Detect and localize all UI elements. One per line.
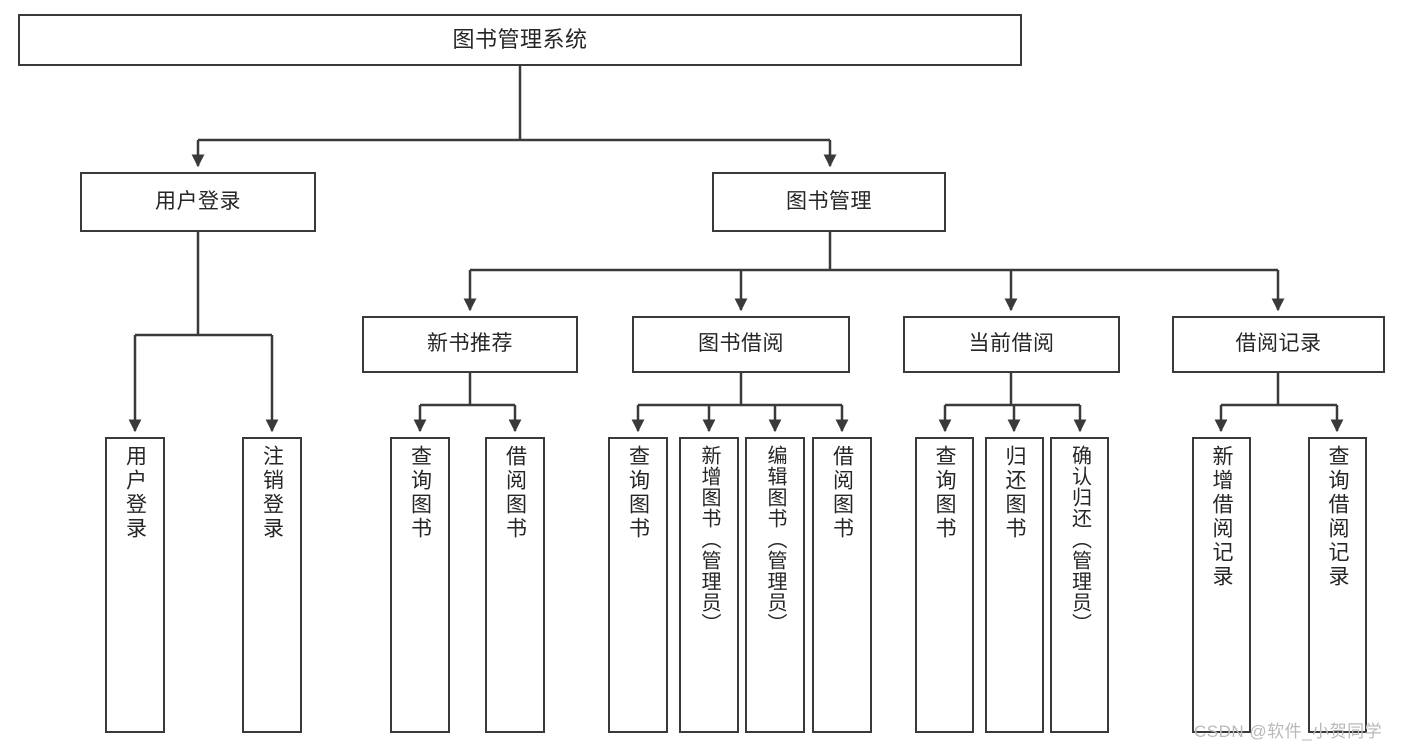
node-leaf-confirm-return-admin[interactable]: 确认归还（管理员） (1050, 437, 1109, 733)
node-leaf-return-book-label: 归还图书 (1003, 445, 1026, 541)
node-book-manage[interactable]: 图书管理 (712, 172, 946, 232)
node-root[interactable]: 图书管理系统 (18, 14, 1022, 66)
node-borrow-record-label: 借阅记录 (1235, 332, 1322, 356)
node-leaf-query-borrow-record-label: 查询借阅记录 (1326, 445, 1349, 589)
node-leaf-return-book[interactable]: 归还图书 (985, 437, 1044, 733)
node-leaf-confirm-return-admin-label: 确认归还（管理员） (1068, 445, 1091, 634)
node-book-borrow-label: 图书借阅 (698, 332, 784, 356)
node-leaf-query-book-current[interactable]: 查询图书 (915, 437, 974, 733)
node-current-borrow-label: 当前借阅 (968, 332, 1055, 356)
node-leaf-add-borrow-record-label: 新增借阅记录 (1210, 445, 1233, 589)
node-book-manage-label: 图书管理 (786, 189, 872, 213)
node-leaf-borrow-book-recommend-label: 借阅图书 (503, 445, 527, 541)
node-leaf-add-borrow-record[interactable]: 新增借阅记录 (1192, 437, 1251, 733)
node-leaf-query-book-recommend[interactable]: 查询图书 (390, 437, 450, 733)
node-leaf-add-book-admin-label: 新增图书（管理员） (698, 445, 720, 634)
node-leaf-query-borrow-record[interactable]: 查询借阅记录 (1308, 437, 1367, 733)
node-new-book-recommend-label: 新书推荐 (427, 332, 513, 356)
watermark: CSDN @软件_小贺同学 (1194, 722, 1383, 741)
node-book-borrow[interactable]: 图书借阅 (632, 316, 850, 373)
node-leaf-borrow-book-label: 借阅图书 (830, 445, 854, 541)
node-leaf-query-book-recommend-label: 查询图书 (408, 445, 432, 541)
node-user-login[interactable]: 用户登录 (80, 172, 316, 232)
node-leaf-edit-book-admin-label: 编辑图书（管理员） (764, 445, 786, 634)
node-new-book-recommend[interactable]: 新书推荐 (362, 316, 578, 373)
node-leaf-query-book-current-label: 查询图书 (933, 445, 956, 541)
node-current-borrow[interactable]: 当前借阅 (903, 316, 1120, 373)
node-leaf-edit-book-admin[interactable]: 编辑图书（管理员） (745, 437, 805, 733)
node-leaf-query-book-borrow-label: 查询图书 (626, 445, 650, 541)
node-leaf-add-book-admin[interactable]: 新增图书（管理员） (679, 437, 739, 733)
node-leaf-borrow-book[interactable]: 借阅图书 (812, 437, 872, 733)
node-leaf-borrow-book-recommend[interactable]: 借阅图书 (485, 437, 545, 733)
node-leaf-user-login[interactable]: 用户登录 (105, 437, 165, 733)
node-leaf-user-login-label: 用户登录 (123, 445, 147, 541)
node-leaf-logout-login-label: 注销登录 (260, 445, 284, 541)
node-user-login-label: 用户登录 (155, 189, 241, 213)
node-leaf-query-book-borrow[interactable]: 查询图书 (608, 437, 668, 733)
node-borrow-record[interactable]: 借阅记录 (1172, 316, 1385, 373)
node-leaf-logout-login[interactable]: 注销登录 (242, 437, 302, 733)
node-root-label: 图书管理系统 (452, 27, 588, 53)
